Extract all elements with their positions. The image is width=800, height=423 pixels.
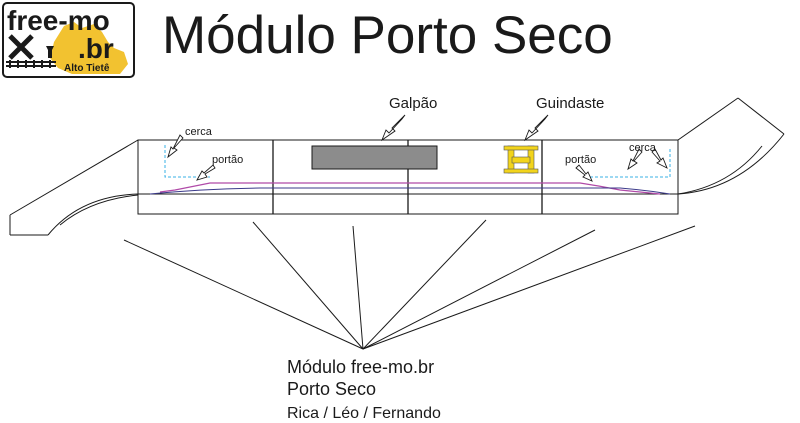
arrow-icon [381,114,406,142]
logo-text-region: Alto Tietê [64,63,110,74]
warehouse-building [311,145,438,170]
logo-text-sub: .br [78,33,114,64]
arrow-icon [196,164,216,181]
logo-graphic: free-mo .br Alto Tietê [2,2,135,78]
map-shape-icon [50,22,128,74]
main-track [149,187,671,195]
crane-icon [503,145,539,174]
right-wing-module [677,97,785,195]
railway-crossing-icon [6,34,56,68]
label-cerca-right: cerca [629,142,657,154]
caption-line-1: Módulo free-mo.br [287,357,435,377]
arrow-icon [651,148,668,169]
label-portao-right: portão [565,154,596,166]
fence-left [164,145,210,178]
viewpoint-lines [123,219,696,350]
logo-text-main: free-mo [7,5,110,36]
arrow-icon [627,148,643,171]
label-portao-left: portão [212,154,243,166]
free-mo-logo: free-mo .br Alto Tietê [2,2,135,78]
arrow-icon [524,114,549,142]
left-wing-module [9,139,139,236]
label-galpao: Galpão [389,95,437,112]
arrow-icon [167,134,184,159]
fence-right [590,148,671,178]
label-guindaste: Guindaste [536,95,604,112]
page-title: Módulo Porto Seco [162,6,613,65]
label-cerca-left: cerca [185,126,213,138]
caption-line-2: Porto Seco [287,379,377,399]
arrow-icon [575,164,593,182]
caption-line-3: Rica / Léo / Fernando [287,405,441,422]
